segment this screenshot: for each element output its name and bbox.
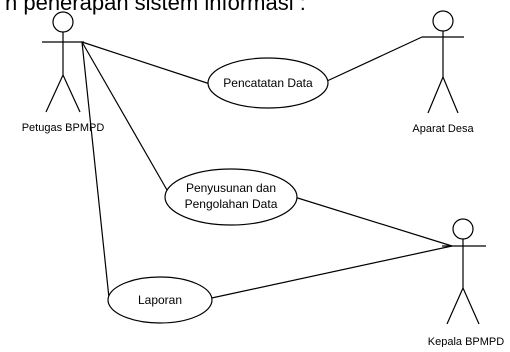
actor-right-leg xyxy=(442,76,459,114)
use-case-penyusunan-pengolahan: Penyusunan dan Pengolahan Data xyxy=(164,168,298,226)
actor-petugas-bpmpd: Petugas BPMPD xyxy=(22,11,105,134)
actor-head xyxy=(52,11,74,33)
association-kepala-penyusunan xyxy=(287,194,453,247)
use-case-ellipse xyxy=(164,168,298,226)
use-case-label-laporan: Laporan xyxy=(138,293,182,307)
association-kepala-laporan xyxy=(206,245,453,300)
actor-aparat-desa: Aparat Desa xyxy=(412,10,474,135)
actor-left-leg xyxy=(446,287,464,325)
actor-right-leg xyxy=(462,287,480,325)
use-case-pencatatan-data: Pencatatan Data xyxy=(207,57,329,109)
actor-label-kepala: Kepala BPMPD xyxy=(428,336,504,347)
use-case-laporan: Laporan xyxy=(107,276,213,324)
use-case-ellipse xyxy=(207,57,329,109)
actor-label-aparat: Aparat Desa xyxy=(412,123,474,135)
use-case-ellipse xyxy=(107,276,213,324)
diagram-caption: n penerapan sistem informasi : xyxy=(5,0,306,15)
actor-left-leg xyxy=(427,76,444,114)
association-aparat-pencatatan xyxy=(326,36,423,82)
actor-head xyxy=(432,10,454,32)
use-case-label-pencatatan: Pencatatan Data xyxy=(223,76,313,90)
actor-head xyxy=(452,218,474,240)
actor-left-leg xyxy=(45,74,64,113)
use-case-label-penyusunan-line1: Penyusunan dan xyxy=(186,181,276,195)
actor-kepala-bpmpd: Kepala BPMPD xyxy=(428,218,504,348)
use-case-label-penyusunan-line2: Pengolahan Data xyxy=(185,197,278,211)
association-petugas-penyusunan xyxy=(81,41,168,191)
association-petugas-laporan xyxy=(81,41,110,299)
actor-right-leg xyxy=(62,74,81,113)
association-petugas-pencatatan xyxy=(81,41,211,85)
association-lines xyxy=(81,36,453,300)
actor-label-petugas: Petugas BPMPD xyxy=(22,122,105,134)
